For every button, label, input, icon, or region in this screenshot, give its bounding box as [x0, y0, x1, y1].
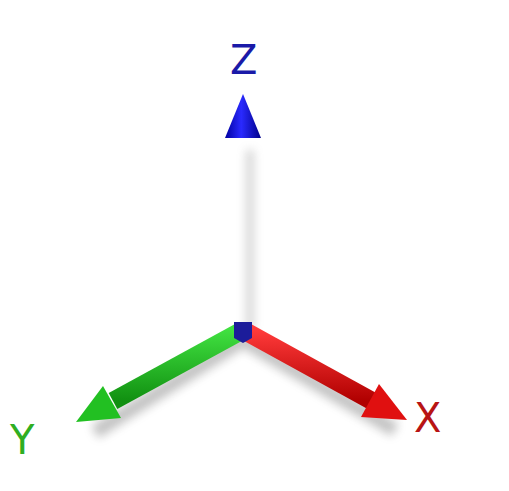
y-axis-head	[76, 386, 121, 422]
x-axis-label: X	[414, 398, 441, 438]
x-axis-head	[361, 384, 407, 420]
z-axis-head	[225, 94, 261, 138]
y-axis-shaft	[113, 330, 243, 401]
z-axis-shaft	[234, 136, 252, 332]
y-axis-label: Y	[10, 420, 34, 460]
z-axis-label: Z	[230, 40, 257, 80]
x-axis-shaft	[243, 330, 372, 401]
origin-joint	[234, 322, 252, 343]
